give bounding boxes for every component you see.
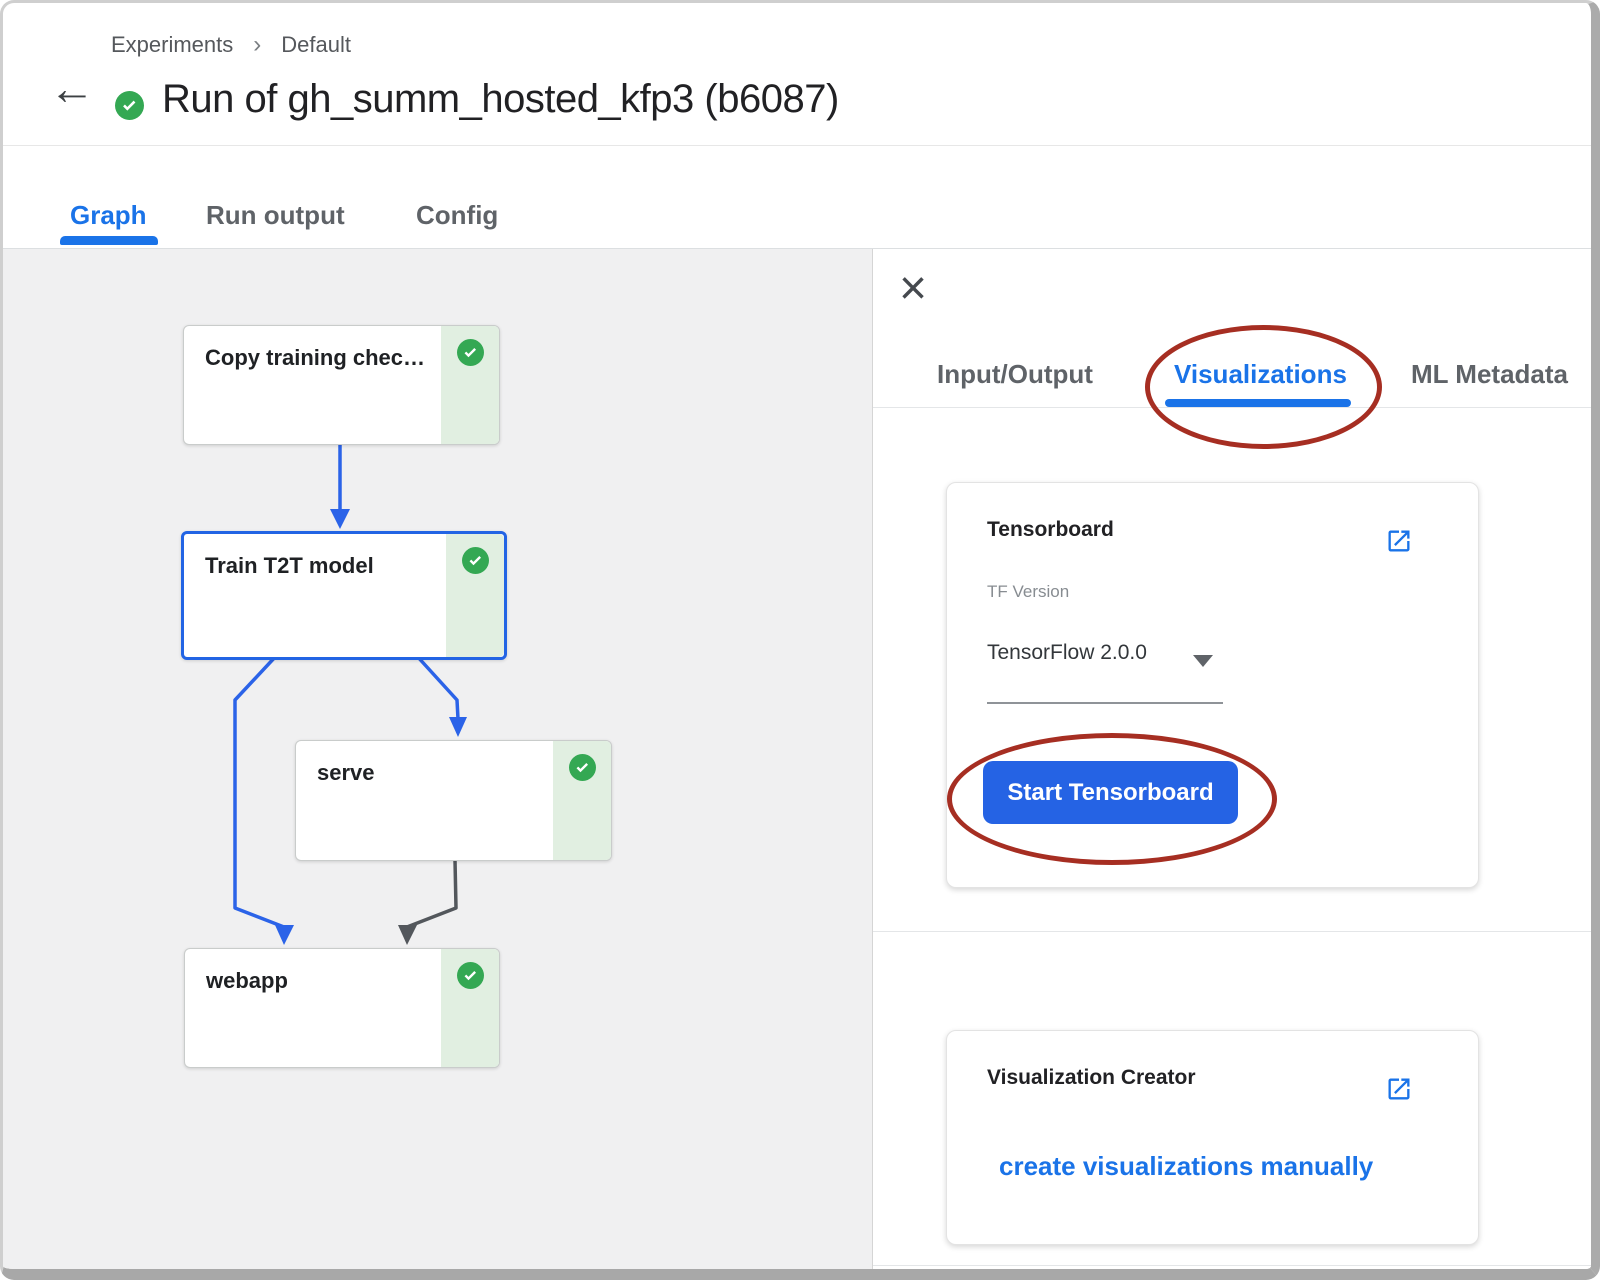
node-details-panel: × Input/Output Visualizations ML Metadat… [873, 249, 1591, 1269]
graph-node-1[interactable]: Train T2T model [181, 531, 507, 660]
close-panel-button[interactable]: × [899, 262, 928, 315]
active-tab-indicator [60, 236, 158, 245]
tab-config[interactable]: Config [416, 200, 499, 230]
page-title: Run of gh_summ_hosted_kfp3 (b6087) [162, 77, 839, 121]
breadcrumb-experiments-link[interactable]: Experiments [111, 32, 234, 57]
section-divider [873, 931, 1591, 932]
pipeline-graph-panel: Copy training chec… Train T2T model serv… [3, 249, 873, 1269]
dropdown-caret-icon[interactable] [1193, 655, 1213, 667]
visualization-creator-card: Visualization Creator create visualizati… [946, 1030, 1479, 1245]
edge-train-to-webapp [233, 653, 294, 945]
open-in-new-icon[interactable] [1385, 527, 1413, 555]
tabbar-divider [3, 248, 1591, 249]
run-status-success-icon [115, 91, 144, 120]
node-success-icon [569, 754, 596, 781]
start-tensorboard-button[interactable]: Start Tensorboard [983, 761, 1238, 824]
create-visualizations-link[interactable]: create visualizations manually [999, 1151, 1374, 1181]
node-label: serve [317, 760, 375, 785]
breadcrumb: Experiments › Default [111, 31, 351, 59]
panel-tab-ml-metadata[interactable]: ML Metadata [1411, 359, 1568, 389]
bottom-divider [873, 1265, 1591, 1266]
graph-edges [233, 443, 467, 945]
tf-version-label: TF Version [987, 582, 1070, 601]
chevron-right-icon: › [253, 31, 262, 58]
visualization-creator-card-title: Visualization Creator [987, 1066, 1196, 1089]
tab-graph[interactable]: Graph [70, 200, 147, 230]
open-in-new-icon[interactable] [1385, 1075, 1413, 1103]
graph-node-0[interactable]: Copy training chec… [183, 325, 500, 445]
breadcrumb-default-link[interactable]: Default [281, 32, 351, 57]
tf-version-select[interactable]: TensorFlow 2.0.0 [987, 641, 1147, 664]
graph-node-2[interactable]: serve [295, 740, 612, 861]
tf-version-select-underline [987, 702, 1223, 704]
edge-serve-to-webapp [398, 859, 458, 945]
active-panel-tab-indicator [1165, 399, 1351, 407]
node-label: Copy training chec… [205, 345, 426, 370]
node-success-icon [457, 962, 484, 989]
tab-run-output[interactable]: Run output [206, 200, 345, 230]
panel-tabs-divider [873, 407, 1591, 408]
node-label: Train T2T model [205, 553, 374, 578]
tensorboard-card-title: Tensorboard [987, 518, 1114, 541]
node-label: webapp [206, 968, 288, 993]
panel-tab-input-output[interactable]: Input/Output [937, 359, 1093, 389]
node-success-icon [462, 547, 489, 574]
node-success-icon [457, 339, 484, 366]
header-divider [3, 145, 1591, 146]
panel-tab-visualizations[interactable]: Visualizations [1174, 359, 1347, 389]
edge-copy-to-train [330, 443, 350, 529]
back-button[interactable]: ← [49, 62, 95, 114]
graph-node-3[interactable]: webapp [184, 948, 500, 1068]
edge-train-to-serve [414, 653, 467, 737]
tensorboard-card: Tensorboard TF Version TensorFlow 2.0.0 … [946, 482, 1479, 888]
